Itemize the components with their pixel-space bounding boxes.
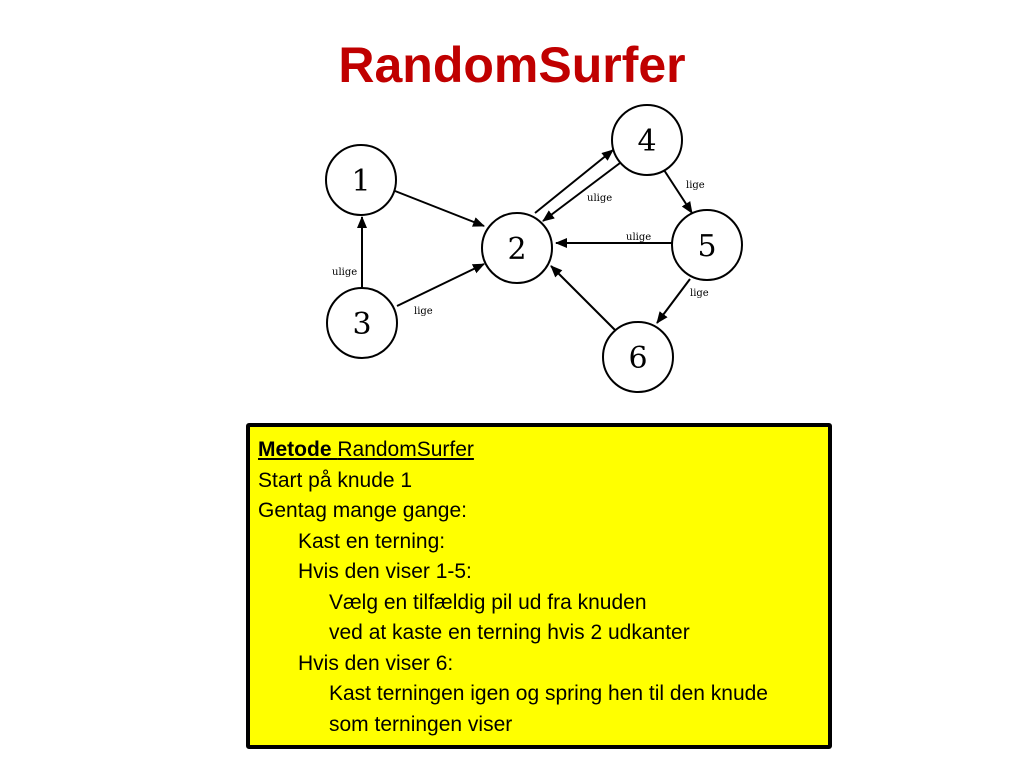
algorithm-line: Vælg en tilfældig pil ud fra knuden	[329, 590, 647, 614]
algorithm-line: Gentag mange gange:	[258, 499, 467, 522]
node-2-label: 2	[507, 232, 526, 267]
node-2: 2	[481, 212, 553, 284]
edge-3-to-2	[396, 263, 485, 307]
edge-label-4-to-2: ulige	[587, 193, 612, 204]
node-1: 1	[325, 144, 397, 216]
edge-4-to-2	[542, 162, 621, 222]
algorithm-line: ved at kaste en terning hvis 2 udkanter	[329, 621, 690, 644]
algorithm-header: Metode RandomSurfer	[258, 435, 828, 466]
edge-label-5-to-2: ulige	[626, 232, 651, 243]
algorithm-line: Hvis den viser 6:	[298, 651, 454, 675]
node-4-label: 4	[637, 124, 656, 159]
edge-2-to-4	[534, 149, 614, 214]
node-5-label: 5	[697, 229, 716, 264]
node-1-label: 1	[351, 164, 370, 199]
node-4: 4	[611, 104, 683, 176]
edge-6-to-2	[550, 265, 616, 331]
node-3: 3	[326, 287, 398, 359]
node-6-label: 6	[628, 341, 647, 376]
slide-title: RandomSurfer	[338, 37, 686, 93]
edge-label-5-to-6: lige	[690, 288, 709, 299]
edge-1-to-2	[394, 190, 485, 227]
edge-5-to-6	[656, 278, 691, 324]
node-6: 6	[602, 321, 674, 393]
algorithm-box: Metode RandomSurfer Start på knude 1 Gen…	[246, 423, 832, 749]
node-3-label: 3	[352, 307, 371, 342]
method-keyword: Metode	[258, 438, 332, 461]
algorithm-line: Kast en terning:	[298, 529, 446, 553]
method-name: RandomSurfer	[337, 438, 474, 461]
node-5: 5	[671, 209, 743, 281]
edge-4-to-5	[663, 169, 693, 214]
edge-label-3-to-2: lige	[414, 306, 433, 317]
edge-label-4-to-5: lige	[686, 180, 705, 191]
algorithm-line: Hvis den viser 1-5:	[298, 560, 472, 583]
algorithm-line: som terningen viser	[329, 712, 513, 736]
algorithm-line: Start på knude 1	[258, 468, 413, 492]
algorithm-line: Kast terningen igen og spring hen til de…	[329, 682, 768, 705]
edge-label-3-to-1: ulige	[332, 267, 357, 278]
